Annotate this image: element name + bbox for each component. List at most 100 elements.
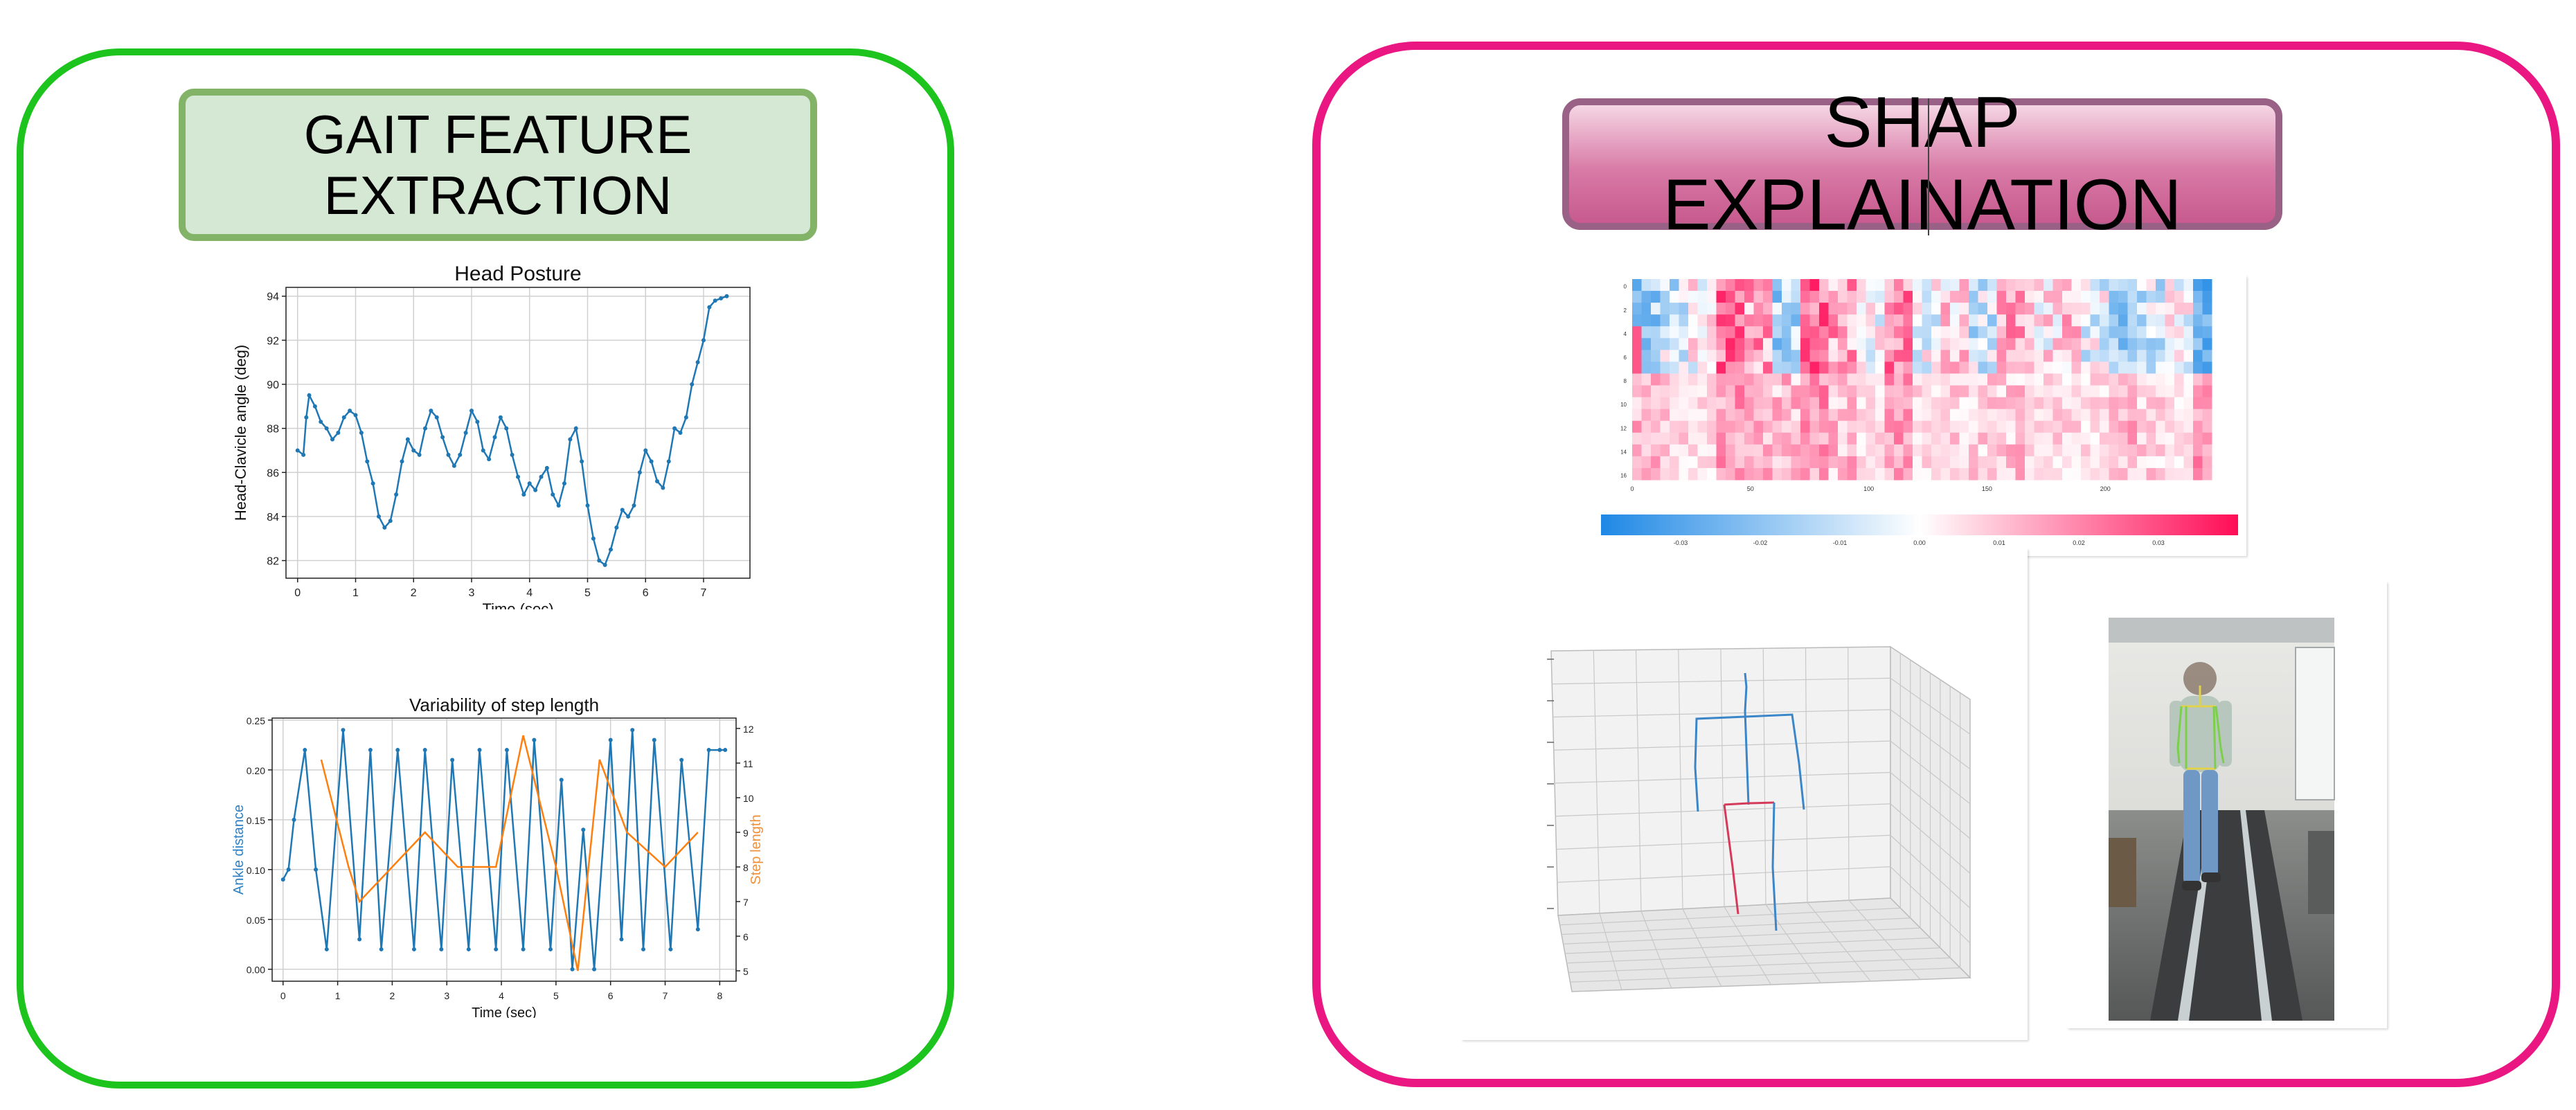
heatmap-cell	[1763, 420, 1773, 433]
data-point	[619, 937, 624, 942]
heatmap-cell	[1931, 350, 1941, 362]
heatmap-cell	[1641, 456, 1652, 469]
heatmap-cell	[2118, 467, 2128, 481]
heatmap-cell	[2174, 385, 2184, 398]
heatmap-cell	[2183, 409, 2194, 422]
heatmap-cell	[1735, 444, 1745, 457]
heatmap-cell	[1726, 385, 1735, 398]
heatmap-y-tick: 8	[1624, 378, 1627, 384]
heatmap-cell	[1688, 314, 1698, 327]
heatmap-cell	[2081, 409, 2091, 422]
data-point	[630, 728, 635, 733]
heatmap-cell	[2183, 432, 2194, 445]
heatmap-cell	[1763, 397, 1773, 410]
heatmap-cell	[2137, 338, 2147, 350]
grid-line	[1890, 772, 1971, 839]
heatmap-cell	[1763, 385, 1773, 398]
data-point	[377, 514, 381, 519]
heatmap-cell	[2052, 373, 2063, 386]
heatmap-cell	[1726, 326, 1735, 339]
heatmap-cell	[2034, 444, 2044, 457]
heatmap-cell	[2156, 303, 2165, 315]
heatmap-cell	[1763, 373, 1773, 386]
heatmap-cell	[1884, 303, 1895, 315]
heatmap-y-tick: 0	[1624, 284, 1627, 290]
heatmap-cell	[1772, 420, 1782, 433]
heatmap-cell	[2071, 467, 2082, 481]
heatmap-cell	[1884, 420, 1895, 433]
grid-line	[1564, 937, 1931, 954]
heatmap-cell	[1987, 385, 1997, 398]
heatmap-cell	[1753, 314, 1764, 327]
heatmap-cell	[1969, 338, 1978, 350]
heatmap-cell	[2081, 279, 2091, 292]
heatmap-cell	[1641, 409, 1652, 422]
heatmap-cell	[1884, 326, 1895, 339]
grid-line	[1557, 866, 1891, 883]
heatmap-cell	[1753, 361, 1764, 374]
heatmap-cell	[1707, 291, 1717, 303]
heatmap-cell	[2193, 432, 2203, 445]
heatmap-cell	[1800, 361, 1810, 374]
heatmap-cell	[2202, 444, 2212, 457]
heatmap-y-tick: 2	[1624, 307, 1627, 314]
heatmap-cell	[2025, 456, 2034, 469]
heatmap-cell	[1651, 397, 1661, 410]
heatmap-cell	[2127, 444, 2138, 457]
heatmap-cell	[2062, 420, 2072, 433]
heatmap-cell	[2100, 420, 2109, 433]
heatmap-cell	[1940, 314, 1951, 327]
heatmap-cell	[2156, 432, 2165, 445]
heatmap-cell	[2081, 397, 2091, 410]
heatmap-cell	[1875, 326, 1885, 339]
heatmap-cell	[1978, 350, 1988, 362]
heatmap-cell	[1847, 350, 1857, 362]
heatmap-cell	[1753, 420, 1764, 433]
heatmap-cell	[1726, 314, 1735, 327]
heatmap-cell	[1875, 350, 1885, 362]
heatmap-cell	[1884, 397, 1895, 410]
heatmap-cell	[1641, 373, 1652, 386]
skeleton-arm-left	[1694, 715, 1746, 812]
heatmap-cell	[1800, 456, 1810, 469]
heatmap-cell	[1707, 338, 1717, 350]
heatmap-cell	[2127, 279, 2138, 292]
heatmap-cell	[1959, 385, 1969, 398]
heatmap-cell	[1931, 420, 1941, 433]
heatmap-cell	[1763, 432, 1773, 445]
heatmap-cell	[2202, 373, 2212, 386]
heatmap-cell	[1651, 444, 1661, 457]
heatmap-cell	[1791, 326, 1801, 339]
heatmap-cell	[1828, 350, 1839, 362]
heatmap-cell	[1996, 385, 2007, 398]
heatmap-cell	[1726, 373, 1735, 386]
heatmap-cell	[1772, 432, 1782, 445]
heatmap-cell	[2090, 385, 2100, 398]
heatmap-cell	[2137, 314, 2147, 327]
heatmap-cell	[1791, 373, 1801, 386]
heatmap-cell	[1828, 279, 1839, 292]
heatmap-cell	[2156, 456, 2165, 469]
heatmap-cell	[1959, 397, 1969, 410]
heatmap-cell	[1903, 385, 1913, 398]
heatmap-cell	[1641, 420, 1652, 433]
data-point	[516, 474, 520, 479]
heatmap-cell	[1809, 279, 1820, 292]
data-point	[292, 817, 296, 822]
heatmap-cell	[1875, 338, 1885, 350]
heatmap-cell	[1969, 326, 1978, 339]
data-point	[314, 867, 319, 872]
heatmap-cell	[1884, 456, 1895, 469]
heatmap-cell	[2071, 338, 2082, 350]
heatmap-cell	[1950, 326, 1960, 339]
heatmap-cell	[1679, 397, 1689, 410]
heatmap-cell	[2090, 467, 2100, 481]
x-tick-label: 6	[643, 587, 649, 599]
heatmap-cell	[1913, 456, 1922, 469]
heatmap-cell	[1679, 373, 1689, 386]
heatmap-cell	[2034, 291, 2044, 303]
heatmap-cell	[1969, 456, 1978, 469]
y-right-tick-label: 11	[743, 758, 753, 769]
heatmap-cell	[1950, 314, 1960, 327]
grid-line	[1807, 902, 1871, 982]
